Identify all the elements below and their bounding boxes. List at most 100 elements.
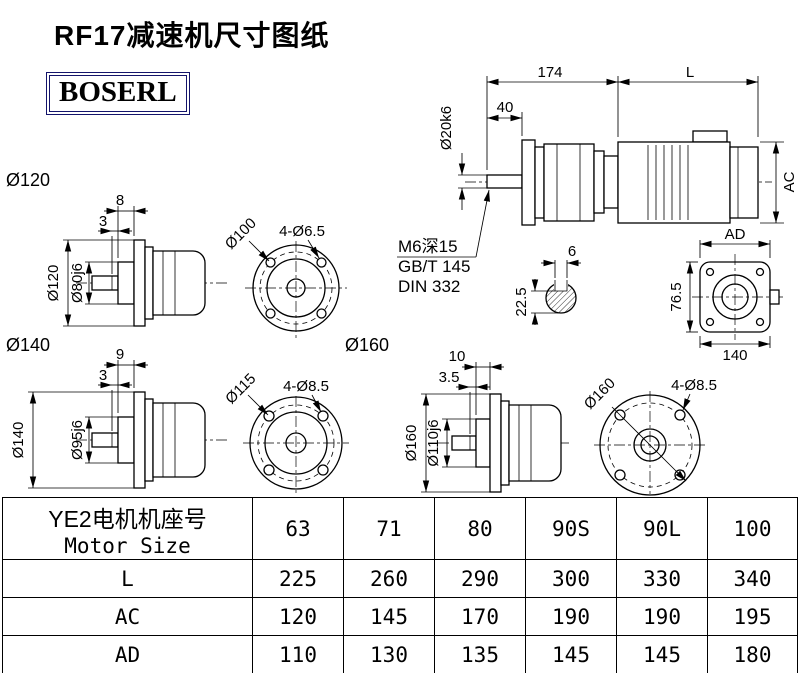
- output-shaft: [486, 174, 523, 189]
- bolt-hole: [317, 410, 329, 422]
- dim-holes-120-label: 4-Ø6.5: [279, 223, 325, 240]
- col-header-cell: 80: [434, 497, 526, 560]
- bolt-circle: [607, 402, 693, 488]
- dim-174: 174: [486, 64, 619, 170]
- dim-spigot-140: Ø95j6: [69, 416, 118, 464]
- housing: [152, 250, 206, 316]
- dim-spigot-160-label: Ø110j6: [425, 419, 442, 466]
- flange: [489, 393, 502, 493]
- flange-view-140: 4-Ø8.5 Ø115: [222, 370, 349, 494]
- dim-40: 40: [487, 99, 523, 136]
- value-cell: 190: [525, 597, 617, 636]
- input-stub: [769, 289, 780, 305]
- dim-holes-140: 4-Ø8.5: [283, 378, 329, 413]
- dim-shaft-dia-label: Ø20k6: [438, 106, 455, 150]
- dim-3-label: 3: [99, 213, 107, 230]
- motor-size-table: YE2电机机座号 Motor Size 63 71 80 90S 90L 100…: [2, 497, 798, 673]
- value-cell: 130: [343, 635, 435, 673]
- dim-holes-120: 4-Ø6.5: [279, 223, 325, 259]
- col-header-cell: 71: [343, 497, 435, 560]
- dim-ac-label: AC: [781, 171, 798, 192]
- table-header-row: YE2电机机座号 Motor Size 63 71 80 90S 90L 100: [2, 497, 798, 560]
- bolt-circle: [259, 251, 333, 325]
- section-label-120: Ø120: [6, 170, 50, 190]
- gearbox-rear-view: AD 76.5 140: [668, 226, 786, 364]
- dim-spigot-160: Ø110j6: [425, 418, 476, 468]
- value-cell: 145: [525, 635, 617, 673]
- dim-9-label: 9: [116, 346, 124, 363]
- row-label-cell: AC: [2, 597, 253, 636]
- bolt-hole: [755, 317, 765, 327]
- dimension-drawing: 174 L 40 Ø20k6: [6, 64, 798, 496]
- dim-motor-length: L: [618, 64, 759, 137]
- dim-key-depth: 22.5: [513, 279, 561, 325]
- value-cell: 330: [616, 559, 708, 598]
- spigot-hub: [117, 261, 135, 305]
- section-label-160: Ø160: [345, 335, 389, 355]
- dim-holes-160: 4-Ø8.5: [671, 377, 717, 411]
- bolt-hole: [317, 464, 329, 476]
- dim-outer-140: Ø140: [10, 391, 134, 489]
- note-m6: M6深15: [398, 237, 458, 256]
- note-din332: DIN 332: [398, 277, 460, 296]
- dim-3-5-label: 3.5: [439, 369, 460, 386]
- dim-boltcircle-160-label: Ø160: [581, 375, 619, 413]
- view-160-side: Ø160 10 3.5: [345, 335, 570, 493]
- spigot-hub: [117, 416, 135, 464]
- bolt-hole: [705, 267, 715, 277]
- dim-ad-label: AD: [725, 226, 746, 243]
- dim-8-label: 8: [116, 192, 124, 209]
- section-label-140: Ø140: [6, 335, 50, 355]
- value-cell: 300: [525, 559, 617, 598]
- row-label-cell: AD: [2, 635, 253, 673]
- bolt-hole: [316, 257, 327, 268]
- dim-outer-160-label: Ø160: [403, 425, 420, 462]
- dim-holes-160-label: 4-Ø8.5: [671, 377, 717, 394]
- header-cn: YE2电机机座号: [48, 505, 207, 532]
- dim-boltcircle-120-label: Ø100: [222, 215, 260, 253]
- dim-key-width: 6: [541, 243, 581, 278]
- dim-ad: AD: [699, 226, 771, 258]
- value-cell: 135: [434, 635, 526, 673]
- keyway-slot: [554, 280, 568, 292]
- dim-holes-140-label: 4-Ø8.5: [283, 378, 329, 395]
- motor-body: [617, 141, 731, 224]
- note-gbt145: GB/T 145: [398, 257, 470, 276]
- dim-key-width-label: 6: [568, 243, 576, 260]
- bolt-hole: [614, 469, 626, 481]
- col-header-cell: 63: [252, 497, 344, 560]
- table-row-L: L 225 260 290 300 330 340: [2, 559, 798, 598]
- col-header-cell: 100: [707, 497, 798, 560]
- dim-boltcircle-120: Ø100: [222, 215, 270, 262]
- bolt-hole: [265, 308, 276, 319]
- dim-spigot-120: Ø80j6: [69, 261, 118, 305]
- value-cell: 190: [616, 597, 708, 636]
- dim-boltcircle-140-label: Ø115: [222, 370, 259, 407]
- dim-outer-140-label: Ø140: [10, 422, 27, 459]
- dim-140: 140: [699, 336, 771, 364]
- dim-spigot-140-label: Ø95j6: [69, 420, 86, 460]
- terminal-box: [692, 130, 728, 143]
- shaft-tap-note: M6深15 GB/T 145 DIN 332: [397, 189, 490, 296]
- shaft: [451, 435, 477, 451]
- value-cell: 110: [252, 635, 344, 673]
- dim-76-5-label: 76.5: [668, 282, 685, 311]
- dim-step-3: 3: [98, 213, 132, 274]
- brand-logo: BOSERL: [46, 72, 190, 116]
- page-title: RF17减速机尺寸图纸: [54, 20, 330, 51]
- mounting-flange: [521, 139, 536, 226]
- dim-step-3-5: 3.5: [439, 369, 490, 434]
- bolt-hole: [755, 267, 765, 277]
- dim-3b-label: 3: [99, 367, 107, 384]
- dim-outer-120: Ø120: [45, 239, 134, 327]
- dim-L-label: L: [686, 64, 694, 81]
- value-cell: 145: [343, 597, 435, 636]
- flange-view-160: 4-Ø8.5 Ø160: [581, 375, 717, 496]
- dim-outer-120-label: Ø120: [45, 265, 62, 302]
- dim-outer-160: Ø160: [403, 393, 490, 493]
- value-cell: 195: [707, 597, 798, 636]
- value-cell: 340: [707, 559, 798, 598]
- bolt-circle: [257, 404, 335, 482]
- bolt-hole: [705, 317, 715, 327]
